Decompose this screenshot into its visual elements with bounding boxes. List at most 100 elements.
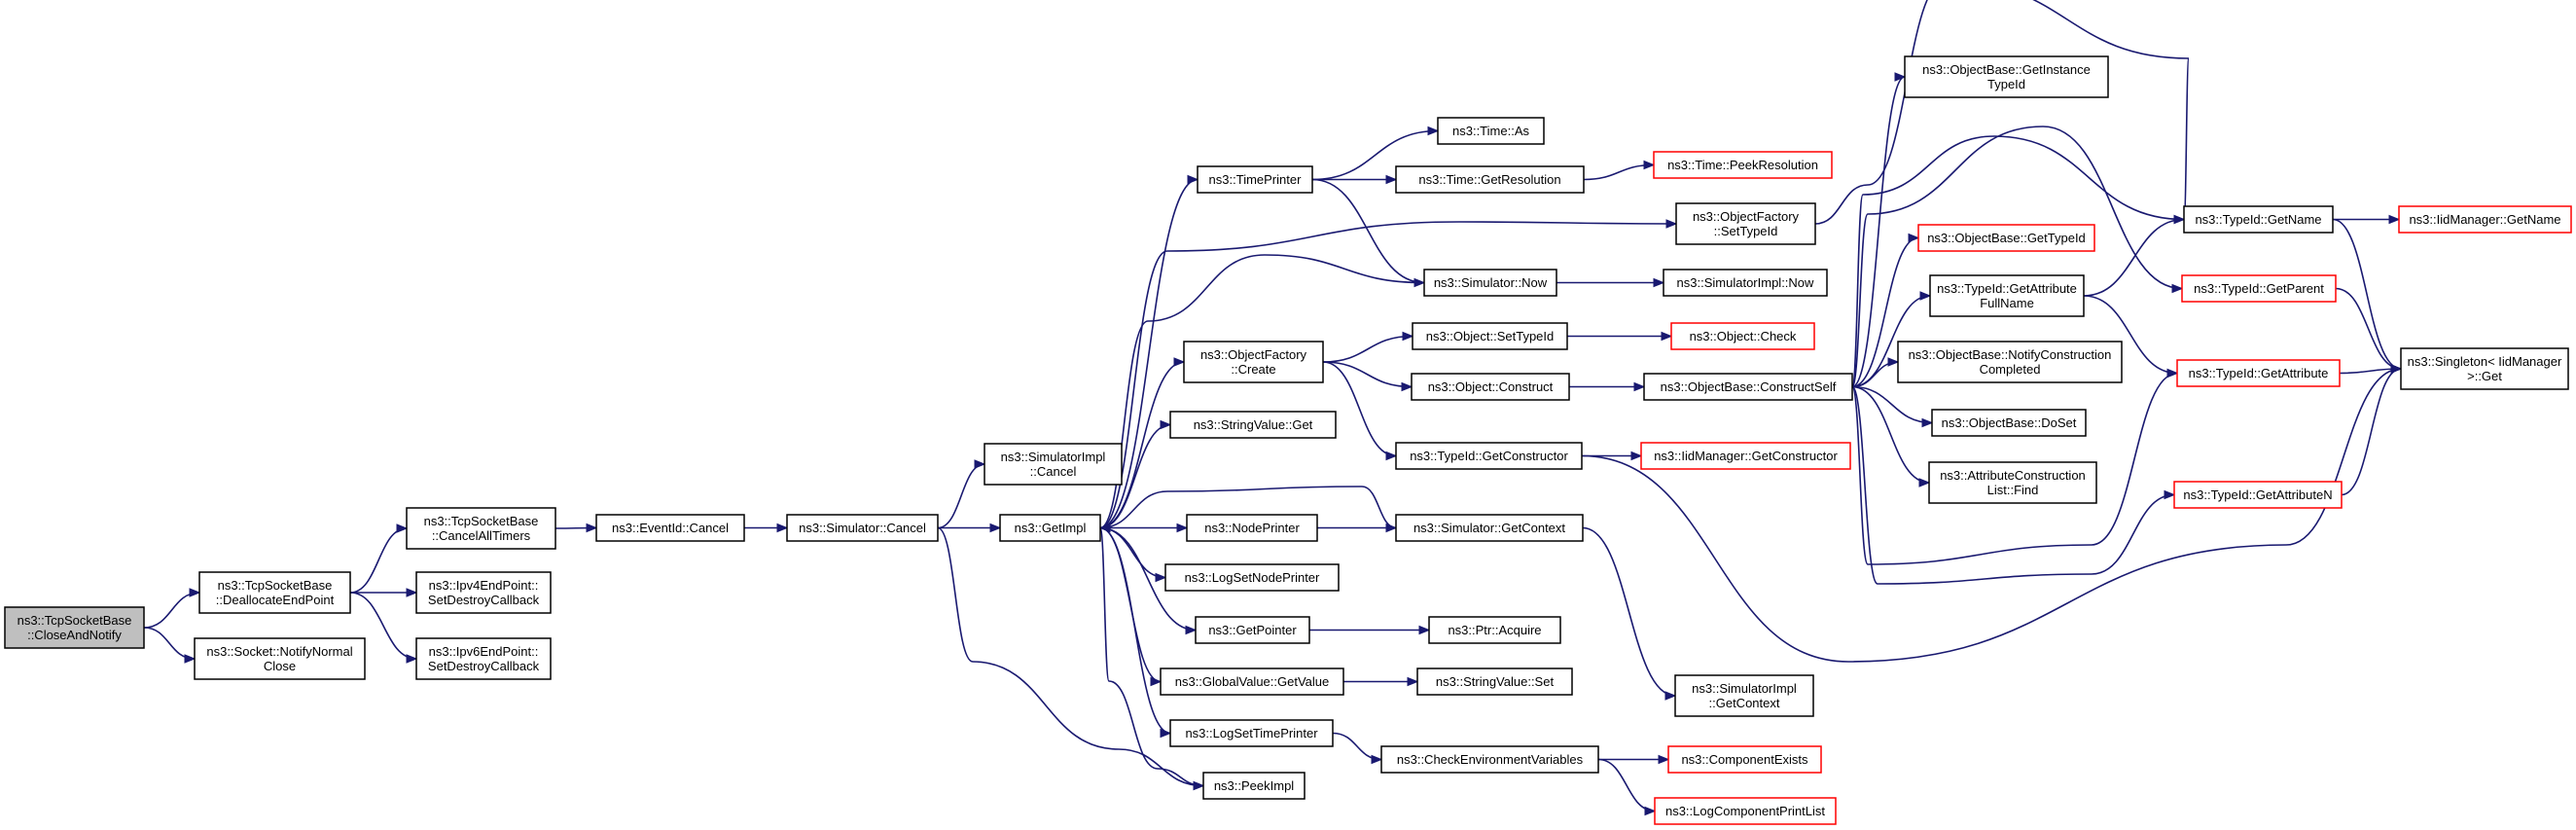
- arrowhead: [1385, 174, 1398, 185]
- node-simulatorNow[interactable]: ns3::Simulator::Now: [1423, 269, 1557, 297]
- node-checkEnvVars[interactable]: ns3::CheckEnvironmentVariables: [1380, 745, 1599, 774]
- node-constructSelf[interactable]: ns3::ObjectBase::ConstructSelf: [1643, 373, 1853, 401]
- edge-line: [937, 463, 985, 529]
- node-box: [1428, 616, 1561, 644]
- node-label: ns3::TypeId::GetAttributeN: [2183, 487, 2332, 502]
- node-timePrinter[interactable]: ns3::TimePrinter: [1197, 165, 1313, 194]
- edge-simulatorCancel-to-simImplCancel: [937, 459, 986, 529]
- node-iidGetName[interactable]: ns3::IidManager::GetName: [2398, 205, 2572, 234]
- node-objectBaseDoSet[interactable]: ns3::ObjectBase::DoSet: [1931, 409, 2087, 437]
- edge-getAttributeFullName-to-typeIdGetName: [2083, 214, 2186, 297]
- edge-logSetTimePrinter-to-checkEnvVars: [1332, 732, 1383, 765]
- node-getImpl[interactable]: ns3::GetImpl: [999, 514, 1101, 542]
- edge-simulatorNow-to-simImplNow: [1556, 277, 1665, 288]
- node-deallocateEndPoint[interactable]: ns3::TcpSocketBase::DeallocateEndPoint: [198, 571, 351, 614]
- arrowhead: [1407, 676, 1419, 687]
- edge-line: [2083, 295, 2178, 375]
- node-objectConstruct[interactable]: ns3::Object::Construct: [1411, 373, 1570, 401]
- node-stringValueSet[interactable]: ns3::StringValue::Set: [1416, 668, 1573, 696]
- node-cancelAllTimers[interactable]: ns3::TcpSocketBase::CancelAllTimers: [406, 507, 556, 550]
- edge-deallocateEndPoint-to-ipv6SetDestroy: [349, 592, 418, 664]
- node-box: [1395, 514, 1584, 542]
- node-timePeekResolution[interactable]: ns3::Time::PeekResolution: [1653, 151, 1833, 179]
- node-label: ns3::LogSetNodePrinter: [1185, 570, 1320, 585]
- node-box: [2400, 347, 2569, 390]
- arrowhead: [1921, 417, 1934, 428]
- arrowhead: [586, 523, 598, 533]
- node-box: [2176, 359, 2341, 387]
- node-nodePrinter[interactable]: ns3::NodePrinter: [1186, 514, 1318, 542]
- node-label: ns3::NodePrinter: [1204, 521, 1300, 535]
- node-ptrAcquire[interactable]: ns3::Ptr::Acquire: [1428, 616, 1561, 644]
- node-notifyConstructionCompleted[interactable]: ns3::ObjectBase::NotifyConstructionCompl…: [1897, 341, 2123, 383]
- node-objFactoryCreate[interactable]: ns3::ObjectFactory::Create: [1183, 341, 1324, 383]
- node-label: ns3::Time::PeekResolution: [1667, 158, 1818, 172]
- arrowhead: [776, 523, 789, 533]
- node-objectBaseGetTypeId[interactable]: ns3::ObjectBase::GetTypeId: [1917, 224, 2095, 252]
- node-getPointer[interactable]: ns3::GetPointer: [1195, 616, 1310, 644]
- node-box: [198, 571, 351, 614]
- node-logSetNodePrinter[interactable]: ns3::LogSetNodePrinter: [1164, 563, 1340, 592]
- node-label: ns3::ObjectBase::NotifyConstruction: [1909, 347, 2112, 362]
- node-typeIdGetName[interactable]: ns3::TypeId::GetName: [2183, 205, 2334, 234]
- node-box: [2181, 274, 2337, 303]
- node-objFactorySetTypeId[interactable]: ns3::ObjectFactory::SetTypeId: [1675, 202, 1816, 245]
- edge-getImpl-to-timePrinter: [1099, 174, 1199, 529]
- nodes-layer: ns3::TcpSocketBase::CloseAndNotify ns3::T…: [4, 55, 2572, 825]
- arrowhead: [1173, 357, 1186, 367]
- node-logComponentPrintList[interactable]: ns3::LogComponentPrintList: [1654, 797, 1837, 825]
- node-box: [1186, 514, 1318, 542]
- node-timeAs[interactable]: ns3::Time::As: [1437, 117, 1545, 145]
- node-globalValueGetValue[interactable]: ns3::GlobalValue::GetValue: [1160, 668, 1344, 696]
- node-closeAndNotify[interactable]: ns3::TcpSocketBase::CloseAndNotify: [4, 606, 145, 649]
- node-label: ns3::StringValue::Get: [1194, 417, 1313, 432]
- node-simulatorCancel[interactable]: ns3::Simulator::Cancel: [786, 514, 939, 542]
- node-box: [984, 443, 1123, 486]
- node-logSetTimePrinter[interactable]: ns3::LogSetTimePrinter: [1169, 719, 1334, 747]
- node-typeIdGetAttribute[interactable]: ns3::TypeId::GetAttribute: [2176, 359, 2341, 387]
- node-typeIdGetAttributeN[interactable]: ns3::TypeId::GetAttributeN: [2173, 481, 2343, 509]
- node-box: [1380, 745, 1599, 774]
- node-box: [194, 637, 366, 680]
- arrowhead: [1176, 523, 1189, 533]
- node-label: ::Create: [1231, 362, 1275, 377]
- node-simImplGetContext[interactable]: ns3::SimulatorImpl::GetContext: [1674, 674, 1814, 717]
- node-label: ::DeallocateEndPoint: [216, 593, 335, 607]
- node-label: FullName: [1980, 296, 2034, 310]
- node-typeIdGetParent[interactable]: ns3::TypeId::GetParent: [2181, 274, 2337, 303]
- node-peekImpl[interactable]: ns3::PeekImpl: [1202, 772, 1306, 800]
- node-ipv6SetDestroy[interactable]: ns3::Ipv6EndPoint::SetDestroyCallback: [415, 637, 552, 680]
- node-simImplNow[interactable]: ns3::SimulatorImpl::Now: [1663, 269, 1828, 297]
- edge-objFactoryCreate-to-objectConstruct: [1322, 361, 1413, 392]
- arrowhead: [1385, 451, 1398, 461]
- node-simulatorGetContext[interactable]: ns3::Simulator::GetContext: [1395, 514, 1584, 542]
- node-singletonGet[interactable]: ns3::Singleton< IidManager>::Get: [2400, 347, 2569, 390]
- node-box: [1169, 411, 1337, 439]
- edge-getImpl-to-objFactorySetTypeId: [1099, 219, 1678, 529]
- arrowhead: [989, 523, 1002, 533]
- node-simImplCancel[interactable]: ns3::SimulatorImpl::Cancel: [984, 443, 1123, 486]
- arrowhead: [2390, 364, 2403, 374]
- node-box: [4, 606, 145, 649]
- arrowhead: [1402, 331, 1414, 342]
- node-typeIdGetConstructor[interactable]: ns3::TypeId::GetConstructor: [1395, 442, 1583, 470]
- arrowhead: [184, 654, 197, 664]
- node-label: Close: [264, 659, 296, 673]
- node-stringValueGet[interactable]: ns3::StringValue::Get: [1169, 411, 1337, 439]
- node-objectSetTypeId[interactable]: ns3::Object::SetTypeId: [1412, 322, 1568, 350]
- edge-line: [1311, 129, 1439, 181]
- node-objectCheck[interactable]: ns3::Object::Check: [1670, 322, 1815, 350]
- node-box: [1929, 274, 2085, 317]
- node-ipv4SetDestroy[interactable]: ns3::Ipv4EndPoint::SetDestroyCallback: [415, 571, 552, 614]
- node-iidGetConstructor[interactable]: ns3::IidManager::GetConstructor: [1640, 442, 1851, 470]
- edge-line: [1099, 221, 1677, 529]
- node-componentExists[interactable]: ns3::ComponentExists: [1667, 745, 1822, 774]
- node-timeGetResolution[interactable]: ns3::Time::GetResolution: [1395, 165, 1585, 194]
- node-eventIdCancel[interactable]: ns3::EventId::Cancel: [595, 514, 745, 542]
- node-label: ns3::TypeId::GetAttribute: [2189, 366, 2329, 380]
- node-box: [1164, 563, 1340, 592]
